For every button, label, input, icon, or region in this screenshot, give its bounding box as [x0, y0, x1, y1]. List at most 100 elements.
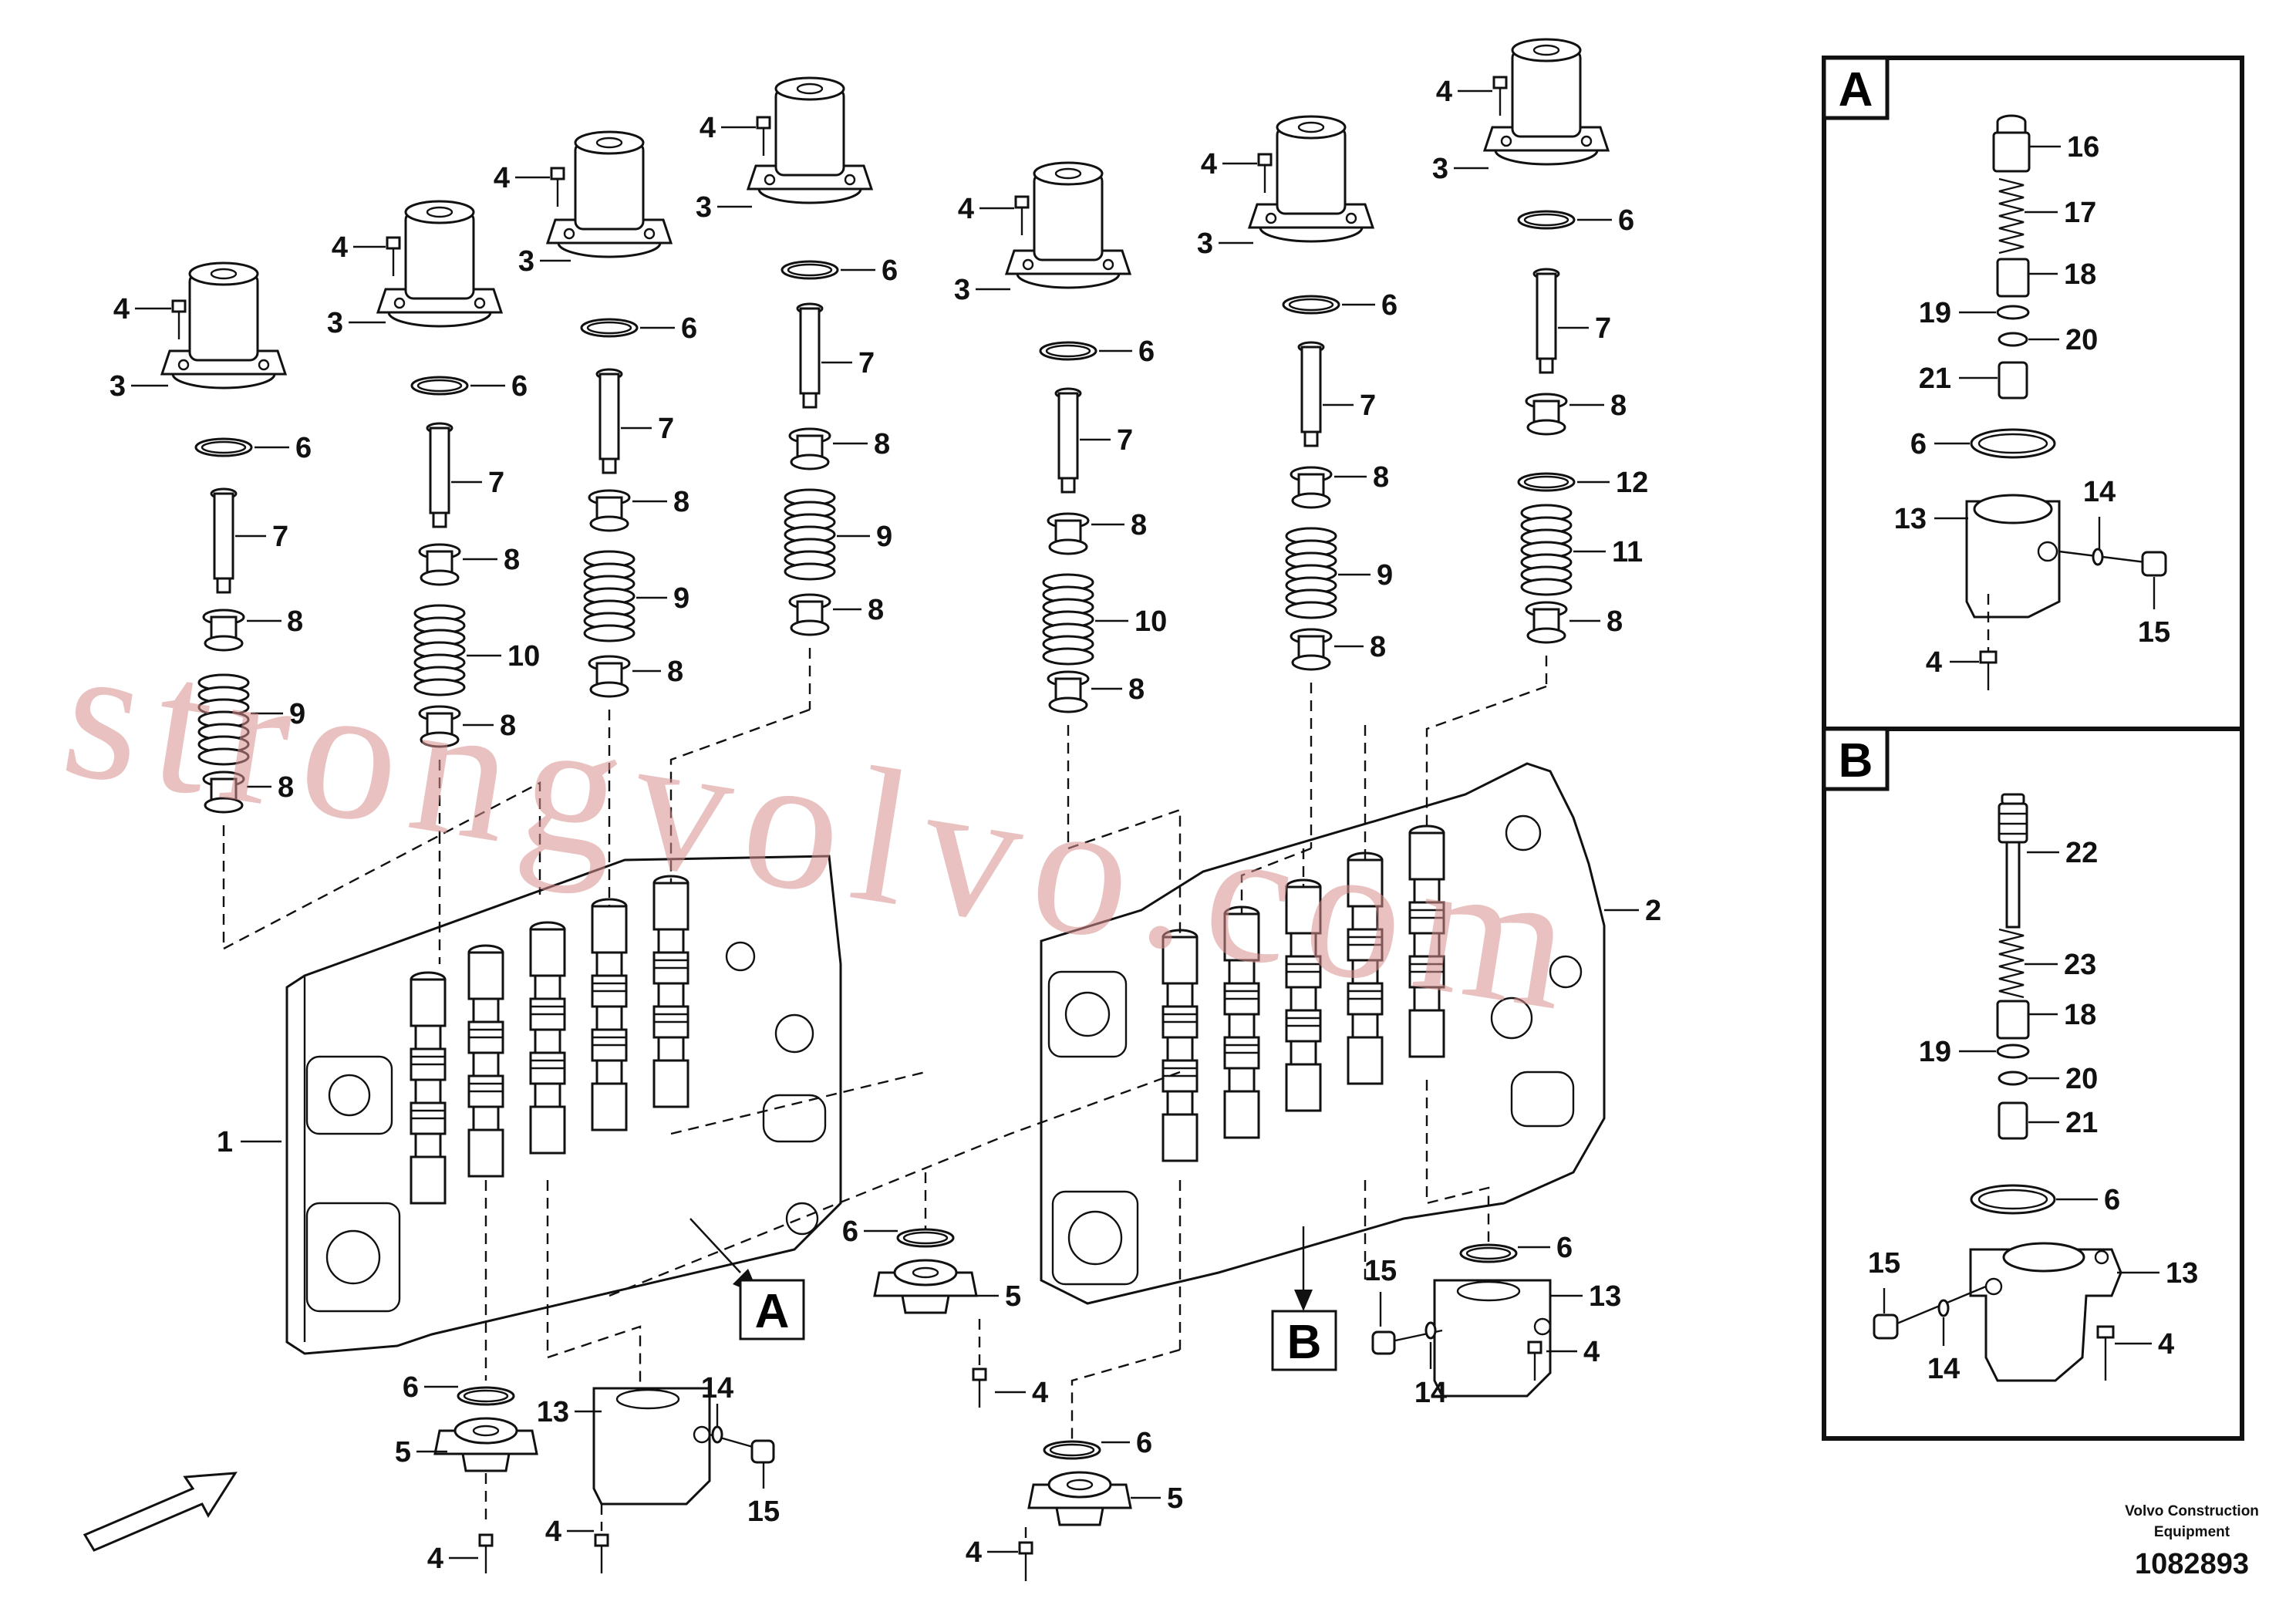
callout-7: 7 [1595, 312, 1611, 345]
callout-16: 16 [2067, 131, 2099, 164]
callout-15: 15 [1868, 1247, 1900, 1280]
callout-5: 5 [395, 1436, 411, 1469]
callout-8: 8 [504, 544, 520, 576]
callout-9: 9 [673, 582, 689, 615]
stack-2 [376, 200, 503, 833]
callout-8: 8 [1128, 673, 1145, 706]
callout-6: 6 [511, 370, 528, 403]
stack-3 [546, 130, 673, 887]
stack-6 [1248, 115, 1374, 848]
detail-a-pointer-label: A [755, 1285, 790, 1338]
detail-a-pointer: A [689, 1218, 805, 1340]
callout-4: 4 [958, 193, 974, 225]
direction-arrow-icon [83, 1472, 238, 1552]
callout-7: 7 [488, 467, 504, 499]
callout-6: 6 [681, 312, 697, 345]
callout-4: 4 [332, 231, 348, 264]
callout-18: 18 [2064, 258, 2096, 291]
callout-6: 6 [1910, 428, 1927, 460]
callout-6: 6 [1136, 1427, 1152, 1459]
callout-3: 3 [110, 370, 126, 403]
callout-20: 20 [2065, 324, 2098, 356]
callout-21: 21 [2065, 1107, 2098, 1139]
callout-6: 6 [842, 1216, 858, 1248]
detail-b-pointer-label: B [1287, 1316, 1322, 1369]
stack-5 [1005, 161, 1131, 848]
callout-6: 6 [1618, 204, 1634, 237]
callout-7: 7 [272, 521, 288, 553]
callout-4: 4 [1032, 1377, 1048, 1409]
callout-3: 3 [1432, 153, 1448, 185]
callout-20: 20 [2065, 1063, 2098, 1095]
callout-6: 6 [1556, 1232, 1573, 1264]
callout-8: 8 [1610, 389, 1627, 422]
callout-10: 10 [507, 640, 540, 673]
callouts-main: 4 3 6 7 8 9 8 4 3 6 7 8 10 8 4 3 6 7 8 9… [110, 76, 1661, 1575]
callout-8: 8 [874, 428, 890, 460]
callout-4: 4 [113, 293, 130, 325]
callout-15: 15 [1364, 1255, 1397, 1287]
callout-6: 6 [1381, 289, 1397, 322]
callout-4: 4 [1926, 646, 1942, 679]
detail-b-title: B [1839, 734, 1873, 787]
callout-3: 3 [1197, 228, 1213, 260]
lower-cover-right-2 [1364, 1080, 1552, 1398]
callout-3: 3 [954, 274, 970, 306]
callout-11: 11 [1612, 536, 1643, 568]
callout-13: 13 [1589, 1280, 1621, 1313]
lower-cover-left-2 [546, 1180, 775, 1575]
callout-4: 4 [1201, 148, 1217, 180]
detail-a-panel: A 16 17 18 19 20 21 6 13 14 15 4 [1822, 56, 2244, 731]
brand-line2: Equipment [2154, 1524, 2230, 1540]
callout-4: 4 [700, 112, 716, 144]
callout-6: 6 [403, 1371, 419, 1404]
callout-8: 8 [1131, 509, 1147, 541]
callout-4: 4 [545, 1516, 561, 1548]
callout-15: 15 [2138, 616, 2170, 649]
callout-14: 14 [2083, 476, 2116, 508]
callout-4: 4 [966, 1536, 982, 1569]
callout-14: 14 [1927, 1353, 1960, 1385]
callout-7: 7 [658, 413, 674, 445]
callout-8: 8 [1373, 461, 1389, 494]
callout-13: 13 [537, 1396, 569, 1428]
callout-8: 8 [1607, 605, 1623, 638]
callout-14: 14 [701, 1372, 733, 1404]
callout-4: 4 [2158, 1328, 2174, 1361]
detail-b-pointer: B [1271, 1226, 1337, 1371]
callout-6: 6 [882, 255, 898, 287]
callout-1: 1 [217, 1126, 233, 1158]
callout-8: 8 [667, 656, 683, 688]
detail-a-title: A [1839, 63, 1873, 116]
brand-line1: Volvo Construction [2125, 1503, 2259, 1519]
callout-9: 9 [289, 698, 305, 730]
callout-5: 5 [1005, 1280, 1021, 1313]
lower-cover-right-1 [1018, 1180, 1182, 1583]
lower-cover-left-1 [433, 1180, 538, 1575]
callout-23: 23 [2064, 949, 2096, 981]
callout-14: 14 [1414, 1377, 1447, 1409]
callout-8: 8 [500, 710, 516, 742]
lower-cover-center [609, 1071, 1181, 1409]
document-number: 1082893 [2135, 1548, 2249, 1580]
callout-5: 5 [1167, 1482, 1183, 1515]
callout-13: 13 [1894, 503, 1927, 535]
callout-6: 6 [2104, 1184, 2120, 1216]
callout-8: 8 [287, 605, 303, 638]
callout-15: 15 [747, 1496, 780, 1528]
callout-3: 3 [696, 191, 712, 224]
callout-8: 8 [868, 594, 884, 626]
callout-6: 6 [1138, 336, 1155, 368]
callout-8: 8 [278, 771, 294, 804]
callout-4: 4 [494, 162, 510, 194]
callout-9: 9 [876, 521, 892, 553]
callout-7: 7 [858, 347, 875, 379]
detail-b-panel: B 22 23 18 19 20 21 6 13 15 14 4 [1822, 727, 2244, 1441]
valve-body-right [1040, 762, 1606, 1305]
stack-1 [160, 261, 287, 949]
callout-6: 6 [295, 432, 312, 464]
callout-3: 3 [518, 245, 534, 278]
callout-19: 19 [1919, 297, 1951, 329]
callout-2: 2 [1645, 895, 1661, 927]
